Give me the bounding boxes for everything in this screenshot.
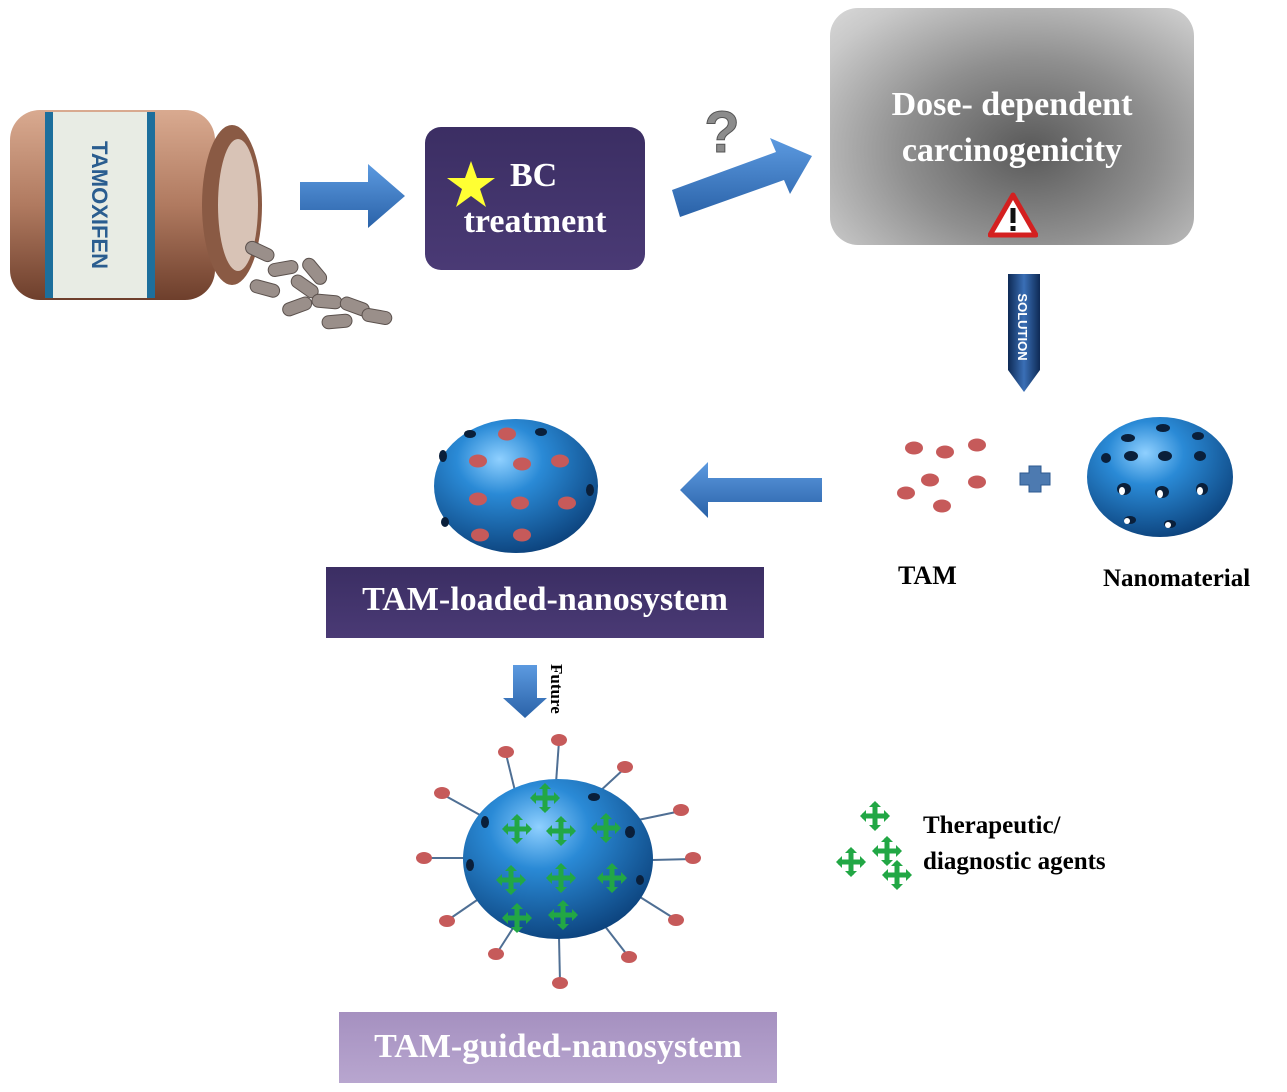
pills-icon [245, 240, 393, 330]
bottle-label: TAMOXIFEN [87, 141, 112, 269]
arrow-to-dose-icon [672, 138, 812, 217]
agents-label-line1: Therapeutic/ [923, 812, 1061, 839]
loaded-nanosystem-label: TAM-loaded-nanosystem [362, 581, 728, 618]
plus-icon [1019, 465, 1051, 493]
loaded-sphere-icon [434, 419, 598, 553]
arrow-to-loaded-icon [680, 462, 822, 518]
agents-label-line2: diagnostic agents [923, 848, 1106, 875]
future-label: Future [547, 664, 566, 714]
treatment-label: treatment [463, 203, 607, 240]
arrow-to-bc-icon [300, 164, 405, 228]
future-arrow-icon [503, 665, 547, 718]
star-icon [447, 161, 495, 207]
dose-dependent-box: Dose- dependent carcinogenicity [830, 8, 1194, 245]
agents-legend-icon [836, 801, 912, 890]
guided-nanosystem-label: TAM-guided-nanosystem [374, 1028, 742, 1065]
tam-label: TAM [898, 561, 957, 590]
guided-nanosystem-box: TAM-guided-nanosystem [339, 1012, 777, 1083]
warning-icon [988, 192, 1038, 238]
nanomaterial-label: Nanomaterial [1103, 565, 1251, 592]
solution-arrow-icon [1008, 274, 1040, 392]
tam-dots-icon [897, 438, 986, 513]
tamoxifen-bottle-icon [10, 110, 262, 300]
loaded-nanosystem-box: TAM-loaded-nanosystem [326, 567, 764, 638]
dose-label: Dose- dependent [891, 86, 1133, 123]
question-mark: ? [704, 100, 739, 165]
solution-label: SOLUTION [1015, 293, 1030, 360]
bc-treatment-box: BC treatment [425, 127, 645, 270]
carcinogenicity-label: carcinogenicity [901, 132, 1123, 169]
bc-label: BC [510, 157, 558, 194]
nanomaterial-sphere-icon [1087, 417, 1233, 537]
guided-sphere-icon [416, 734, 701, 989]
